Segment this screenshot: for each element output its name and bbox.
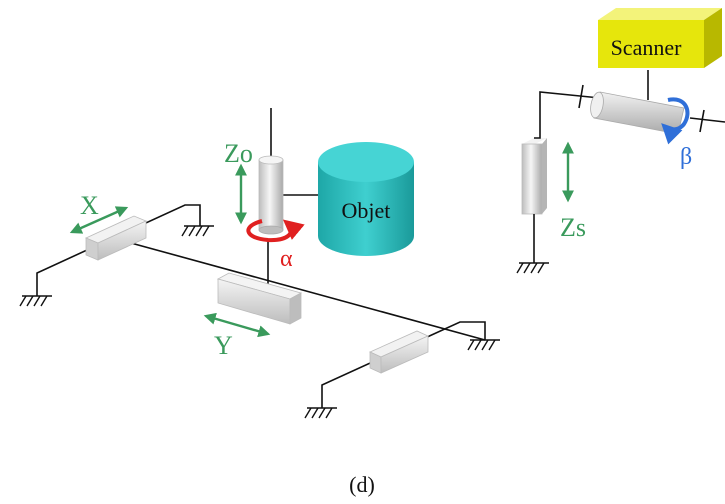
ground-symbol [304, 407, 337, 419]
object-label: Objet [342, 198, 391, 223]
zo-cylinder [258, 155, 284, 235]
x-axis-arrow [69, 206, 129, 234]
right-slider [369, 330, 429, 374]
ground-symbol [516, 262, 549, 274]
ground-symbol [181, 225, 214, 237]
y-axis-label: Y [214, 331, 233, 360]
beta-label: β [680, 144, 692, 170]
scanner-links [533, 70, 725, 263]
scanner-box [598, 8, 722, 68]
y-slider [216, 272, 303, 325]
zs-slider [521, 138, 547, 215]
ground-symbol [19, 295, 52, 307]
beta-rotation-arrow [661, 97, 690, 145]
alpha-label: α [280, 246, 293, 272]
x-axis-label: X [80, 191, 99, 220]
x-slider [85, 215, 147, 261]
alpha-rotation-arrow [246, 219, 305, 243]
scanner-label: Scanner [611, 35, 683, 60]
zs-axis-label: Zs [560, 213, 586, 242]
rail-links [36, 108, 486, 408]
object-cylinder [318, 142, 414, 256]
zo-axis-label: Zo [224, 139, 253, 168]
ground-symbol [467, 339, 500, 351]
figure-caption: (d) [349, 472, 375, 497]
y-axis-arrow [203, 312, 271, 338]
